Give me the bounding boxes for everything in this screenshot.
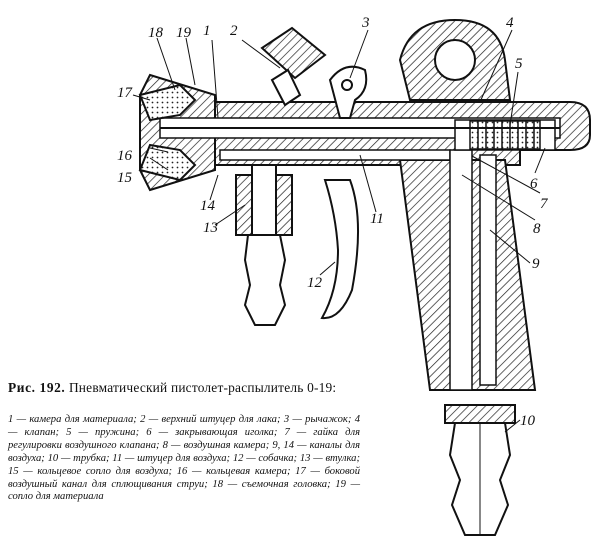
label-11: 11 — [370, 211, 384, 227]
label-16: 16 — [117, 148, 133, 164]
label-1: 1 — [203, 23, 211, 39]
label-8: 8 — [533, 221, 541, 237]
figure-legend: 1 — камера для материала; 2 — верхний шт… — [8, 414, 360, 504]
lever — [328, 65, 368, 119]
label-15: 15 — [117, 170, 133, 186]
figure-title: Пневматический пистолет-распылитель 0-19… — [68, 380, 337, 395]
label-6: 6 — [530, 176, 538, 192]
figure-caption: Рис. 192. Пневматический пистолет-распыл… — [8, 380, 428, 395]
figure-number: Рис. 192. — [8, 380, 66, 395]
trigger — [320, 179, 360, 320]
label-4: 4 — [506, 15, 514, 31]
lower-fitting — [235, 164, 293, 326]
label-17: 17 — [117, 85, 134, 101]
hook-ring — [434, 39, 476, 81]
label-10: 10 — [520, 413, 536, 429]
label-14: 14 — [200, 198, 216, 214]
label-9: 9 — [532, 256, 540, 272]
label-19: 19 — [176, 25, 192, 41]
label-3: 3 — [361, 15, 370, 31]
label-7: 7 — [540, 196, 549, 212]
label-13: 13 — [203, 220, 218, 236]
label-18: 18 — [148, 25, 164, 41]
legend-text: 1 — камера для материала; 2 — верхний шт… — [8, 414, 360, 503]
nozzle — [138, 83, 197, 182]
label-12: 12 — [307, 275, 323, 291]
bottom-tube — [444, 404, 516, 536]
top-fitting — [260, 26, 327, 107]
leader-lines — [132, 29, 546, 433]
label-2: 2 — [230, 23, 238, 39]
label-5: 5 — [515, 56, 523, 72]
spring — [469, 120, 541, 150]
